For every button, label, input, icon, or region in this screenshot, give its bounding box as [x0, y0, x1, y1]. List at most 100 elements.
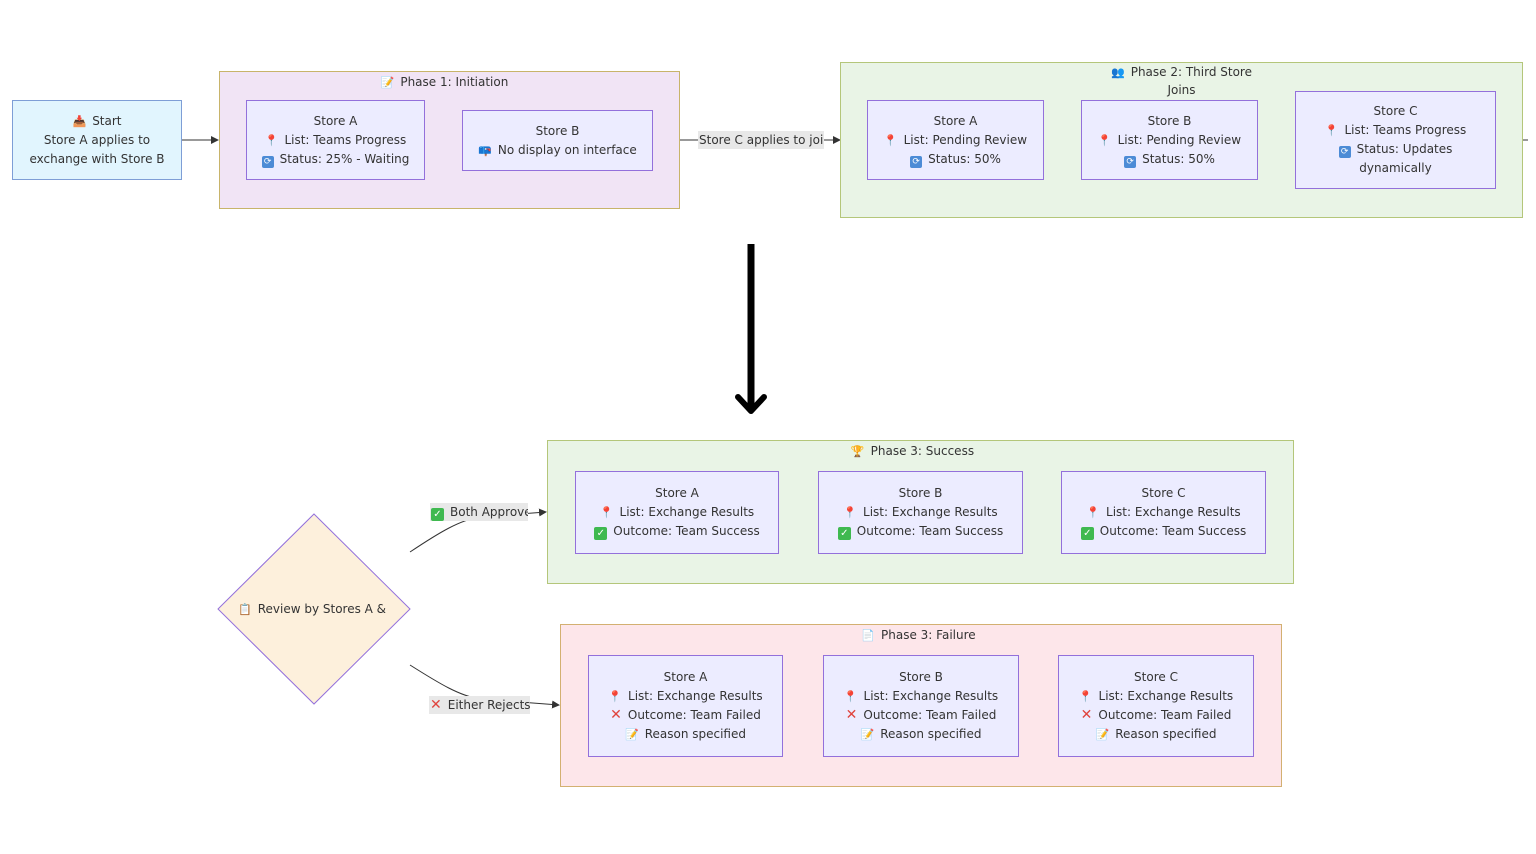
memo-icon: 📝: [625, 728, 639, 741]
cross-icon: ✕: [610, 707, 622, 723]
phase3-success-title: Phase 3: Success: [870, 444, 975, 458]
pin-icon: 📍: [843, 506, 858, 519]
edge-label-reject: ✕Either Rejects: [429, 696, 530, 714]
people-icon: 👥: [1111, 66, 1125, 79]
success-store-a: Store A 📍 List: Exchange Results ✓ Outcome…: [575, 471, 779, 554]
pin-icon: 📍: [599, 506, 614, 519]
pin-icon: 📍: [1324, 124, 1339, 137]
approve-text: Both Approve: [450, 505, 528, 519]
edge-label-join: Store C applies to join: [698, 131, 824, 149]
document-icon: 📄: [861, 629, 876, 642]
store-outcome: Outcome: Team Success: [613, 524, 760, 538]
store-list: List: Teams Progress: [284, 132, 407, 147]
store-list: List: Exchange Results: [1098, 689, 1234, 703]
store-note: No display on interface: [497, 142, 637, 157]
store-title: Store C: [1134, 670, 1178, 684]
check-icon: ✓: [431, 508, 444, 521]
store-reason: Reason specified: [880, 727, 982, 741]
inbox-tray-icon: 📥: [72, 114, 87, 128]
store-list: List: Exchange Results: [619, 505, 755, 519]
phase1-title-row: 📝 Phase 1: Initiation: [380, 73, 509, 92]
store-title: Store C: [1141, 486, 1186, 500]
success-store-b: Store B 📍 List: Exchange Results ✓ Outcome…: [818, 471, 1023, 554]
store-title: Store B: [1147, 113, 1192, 128]
review-label: Review by Stores A & B: [257, 602, 388, 616]
check-icon: ✓: [594, 527, 608, 540]
store-title: Store B: [899, 670, 943, 684]
cross-icon: ✕: [1080, 707, 1093, 723]
store-outcome: Outcome: Team Failed: [863, 708, 997, 722]
failure-store-b: Store B 📍 List: Exchange Results ✕ Outcome…: [823, 655, 1019, 757]
store-reason: Reason specified: [644, 727, 746, 741]
phase3-failure-title: Phase 3: Failure: [881, 628, 976, 642]
store-title: Store B: [898, 486, 943, 500]
pin-icon: 📍: [883, 133, 898, 147]
store-title: Store B: [535, 123, 580, 138]
big-down-arrow: [735, 244, 767, 414]
pin-icon: 📍: [1078, 690, 1093, 703]
store-title: Store A: [663, 670, 708, 684]
store-title: Store C: [1373, 104, 1418, 118]
phase2-title-row-1: 👥 Phase 2: Third Store: [841, 63, 1522, 82]
store-status: Status: 50%: [1142, 151, 1215, 166]
start-line-2: exchange with Store B: [29, 151, 165, 166]
review-label-row: 📋 Review by Stores A & B: [238, 600, 388, 619]
store-list: List: Exchange Results: [628, 689, 763, 703]
failure-store-c: Store C 📍 List: Exchange Results ✕ Outcome…: [1058, 655, 1254, 757]
phase3-success-title-row: 🏆 Phase 3: Success: [848, 442, 977, 461]
store-status: Status: 25% - Waiting: [279, 151, 410, 166]
phase3-failure-title-row: 📄 Phase 3: Failure: [861, 626, 976, 645]
pin-icon: 📍: [843, 690, 858, 703]
mailbox-icon: 📪: [478, 143, 492, 157]
memo-icon: 📝: [1095, 728, 1110, 741]
pin-icon: 📍: [1086, 506, 1101, 519]
store-outcome: Outcome: Team Failed: [1098, 708, 1232, 722]
phase2-store-b: Store B 📍 List: Pending Review ⟳ Status: 5…: [1081, 100, 1258, 180]
start-title: Start: [92, 113, 122, 128]
phase1-store-a: Store A 📍 List: Teams Progress ⟳ Status: 2…: [246, 100, 425, 180]
store-list: List: Teams Progress: [1344, 123, 1467, 137]
store-outcome: Outcome: Team Failed: [627, 708, 761, 722]
phase2-title-line-2: Joins: [1167, 83, 1196, 97]
phase1-store-b: Store B 📪 No display on interface: [462, 110, 653, 171]
store-outcome: Outcome: Team Success: [856, 524, 1004, 538]
check-icon: ✓: [1080, 527, 1094, 540]
phase2-store-c: Store C 📍 List: Teams Progress ⟳ Status: U…: [1295, 91, 1496, 189]
memo-icon: 📝: [380, 76, 395, 89]
pin-icon: 📍: [264, 133, 279, 147]
store-title: Store A: [933, 113, 978, 128]
store-title: Store A: [313, 113, 358, 128]
clipboard-icon: 📋: [238, 603, 252, 616]
store-list: List: Exchange Results: [1106, 505, 1241, 519]
store-reason: Reason specified: [1115, 727, 1217, 741]
store-status-line-1: Status: Updates: [1356, 142, 1453, 156]
failure-store-a: Store A 📍 List: Exchange Results ✕ Outcome…: [588, 655, 783, 757]
refresh-icon: ⟳: [1124, 155, 1137, 168]
store-title: Store A: [655, 486, 699, 500]
store-list: List: Pending Review: [903, 132, 1028, 147]
phase2-store-a: Store A 📍 List: Pending Review ⟳ Status: 5…: [867, 100, 1044, 180]
store-list: List: Exchange Results: [863, 505, 998, 519]
phase2-title-line-1: Phase 2: Third Store: [1130, 65, 1252, 79]
edge-label-approve: ✓ Both Approve: [430, 503, 528, 521]
pin-icon: 📍: [1097, 133, 1112, 147]
store-outcome: Outcome: Team Success: [1099, 524, 1247, 538]
store-list: List: Pending Review: [1117, 132, 1242, 147]
start-node: 📥 Start Store A applies to exchange with …: [12, 100, 182, 180]
cross-icon: ✕: [845, 707, 858, 723]
success-store-c: Store C 📍 List: Exchange Results ✓ Outcome…: [1061, 471, 1266, 554]
refresh-icon: ⟳: [261, 155, 274, 168]
check-icon: ✓: [837, 527, 851, 540]
refresh-icon: ⟳: [1338, 146, 1351, 158]
trophy-icon: 🏆: [850, 445, 865, 458]
review-diamond: [217, 513, 411, 705]
pin-icon: 📍: [608, 690, 623, 703]
phase1-title: Phase 1: Initiation: [400, 75, 509, 89]
memo-icon: 📝: [860, 728, 875, 741]
store-status: Status: 50%: [928, 151, 1001, 166]
store-list: List: Exchange Results: [863, 689, 999, 703]
reject-text: Either Rejects: [447, 698, 530, 712]
refresh-icon: ⟳: [910, 155, 923, 168]
start-line-1: Store A applies to: [43, 132, 151, 147]
